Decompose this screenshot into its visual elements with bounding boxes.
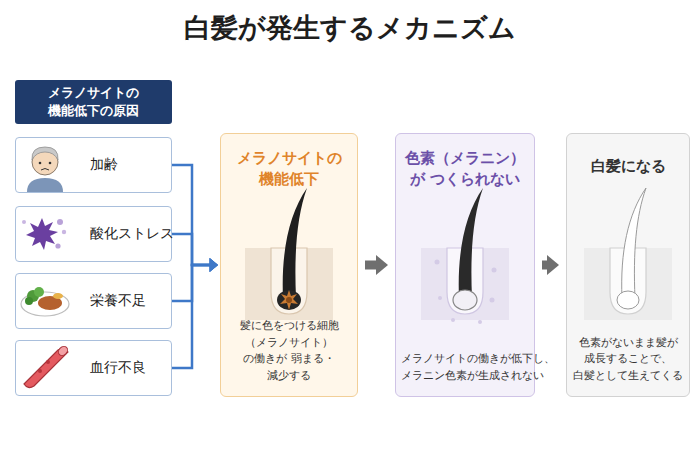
panel-body: メラノサイトの働きが低下し、 メラニン色素が生成されない — [401, 351, 529, 384]
merge-arrow — [172, 234, 218, 272]
header-label: メラノサイトの 機能低下の原因 — [15, 84, 172, 119]
header-box: メラノサイトの 機能低下の原因 — [15, 80, 172, 124]
arrow-head — [210, 258, 218, 272]
arrow-head — [210, 258, 218, 272]
connector-line — [365, 261, 377, 270]
merge-arrow — [172, 258, 218, 368]
connector-line — [172, 265, 210, 301]
arrow-head — [210, 258, 218, 272]
cause-box: 栄養不足 — [15, 273, 172, 329]
connector-line — [172, 165, 210, 265]
connector-line — [542, 261, 551, 270]
cause-label: 血行不良 — [90, 359, 146, 377]
cause-label: 加齢 — [90, 156, 118, 174]
cause-label: 酸化ストレス — [90, 225, 174, 243]
merge-arrow — [172, 258, 218, 301]
cause-box: 加齢 — [15, 137, 172, 193]
cause-box: 血行不良 — [15, 340, 172, 396]
connector-line — [172, 234, 210, 265]
panel-heading: 白髪になる — [573, 156, 683, 177]
flow-arrow — [542, 255, 559, 275]
cause-label: 栄養不足 — [90, 292, 146, 310]
stage-panel: 色素（メラニン）が つくられないメラノサイトの働きが低下し、 メラニン色素が生成… — [395, 133, 535, 397]
stage-panel: メラノサイトの 機能低下髪に色をつける細胞 （メラノサイト）の働きが 弱まる・減… — [220, 133, 358, 397]
diagram-title: 白髪が発生するメカニズム — [0, 10, 700, 46]
merge-arrow — [172, 165, 218, 272]
panel-heading: 色素（メラニン）が つくられない — [402, 148, 528, 190]
stage-panel: 白髪になる色素がないまま髪が 成長することで、 白髪として生えてくる — [566, 133, 690, 397]
panel-body: 色素がないまま髪が 成長することで、 白髪として生えてくる — [572, 335, 684, 385]
arrow-head — [210, 258, 218, 272]
arrow-head — [376, 255, 388, 275]
panel-body: 髪に色をつける細胞 （メラノサイト）の働きが 弱まる・減少する — [226, 318, 352, 384]
cause-box: 酸化ストレス — [15, 206, 172, 262]
panel-heading: メラノサイトの 機能低下 — [227, 148, 351, 190]
connector-line — [172, 265, 210, 368]
flow-arrow — [365, 255, 388, 275]
arrow-head — [547, 255, 559, 275]
